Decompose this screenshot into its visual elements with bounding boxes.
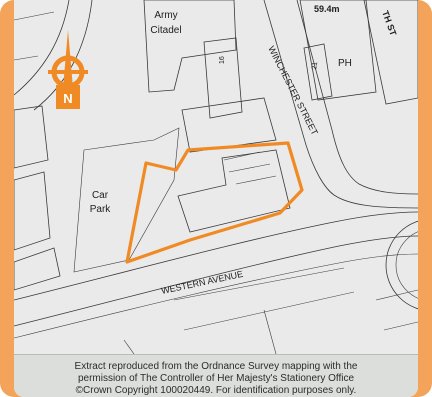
car-park-label-line2: Park — [90, 204, 112, 215]
army-citadel-label-line1: Army — [154, 10, 177, 21]
map-drawing: N Army Citadel 59.4m TH ST WINCHESTER ST… — [14, 0, 418, 354]
north-arrow-badge — [56, 85, 80, 109]
copyright-caption: Extract reproduced from the Ordnance Sur… — [14, 354, 418, 397]
site-building — [177, 149, 291, 233]
pub-label: PH — [338, 58, 352, 69]
road-top-left-b — [33, 0, 93, 111]
army-citadel-label-line2: Citadel — [150, 25, 181, 36]
footpath-lines — [123, 309, 277, 354]
roundabout-inner — [395, 231, 418, 299]
building-left-a — [14, 105, 49, 169]
roundabout-approach-lines — [375, 289, 418, 331]
pub-building — [299, 0, 377, 101]
building-top-right — [363, 0, 418, 105]
caption-line-1: Extract reproduced from the Ordnance Sur… — [74, 361, 358, 372]
building-middle — [181, 97, 277, 153]
north-arrow-label: N — [63, 91, 72, 106]
caption-line-2: permission of The Controller of Her Maje… — [77, 373, 355, 384]
building-left-c — [14, 247, 61, 291]
road-top-left-a — [14, 0, 70, 96]
winchester-street-east-edge — [296, 0, 418, 195]
western-avenue-north-edge — [14, 211, 418, 301]
army-citadel-building — [143, 0, 237, 93]
car-park-label-line1: Car — [92, 190, 109, 201]
north-arrow: N — [48, 30, 88, 109]
roundabout-outer — [385, 220, 418, 310]
building-21 — [303, 43, 333, 101]
western-avenue-label: WESTERN AVENUE — [160, 269, 244, 296]
map-panel: N Army Citadel 59.4m TH ST WINCHESTER ST… — [14, 0, 418, 397]
car-park-outline — [73, 127, 180, 273]
building-16 — [203, 37, 243, 119]
road-markings — [173, 267, 355, 331]
building-number-21: 21 — [311, 61, 319, 70]
north-arrow-shaft — [62, 30, 74, 100]
western-avenue-south-edge — [14, 235, 418, 327]
site-boundary — [125, 141, 304, 264]
road-label-top-right: TH ST — [380, 9, 398, 37]
site-location-map: N Army Citadel 59.4m TH ST WINCHESTER ST… — [14, 0, 418, 354]
map-linework — [14, 0, 418, 354]
height-label: 59.4m — [314, 4, 340, 14]
winchester-street-label: WINCHESTER STREET — [266, 44, 320, 137]
caption-line-3: ©Crown Copyright 100020449. For identifi… — [75, 385, 357, 396]
boundary-lines-top-left — [14, 11, 55, 61]
building-left-b — [14, 171, 51, 251]
winchester-street-west-edge — [263, 0, 418, 209]
site-building-hatching — [223, 151, 277, 185]
western-avenue-verge — [14, 253, 418, 339]
building-number-16: 16 — [219, 56, 226, 64]
